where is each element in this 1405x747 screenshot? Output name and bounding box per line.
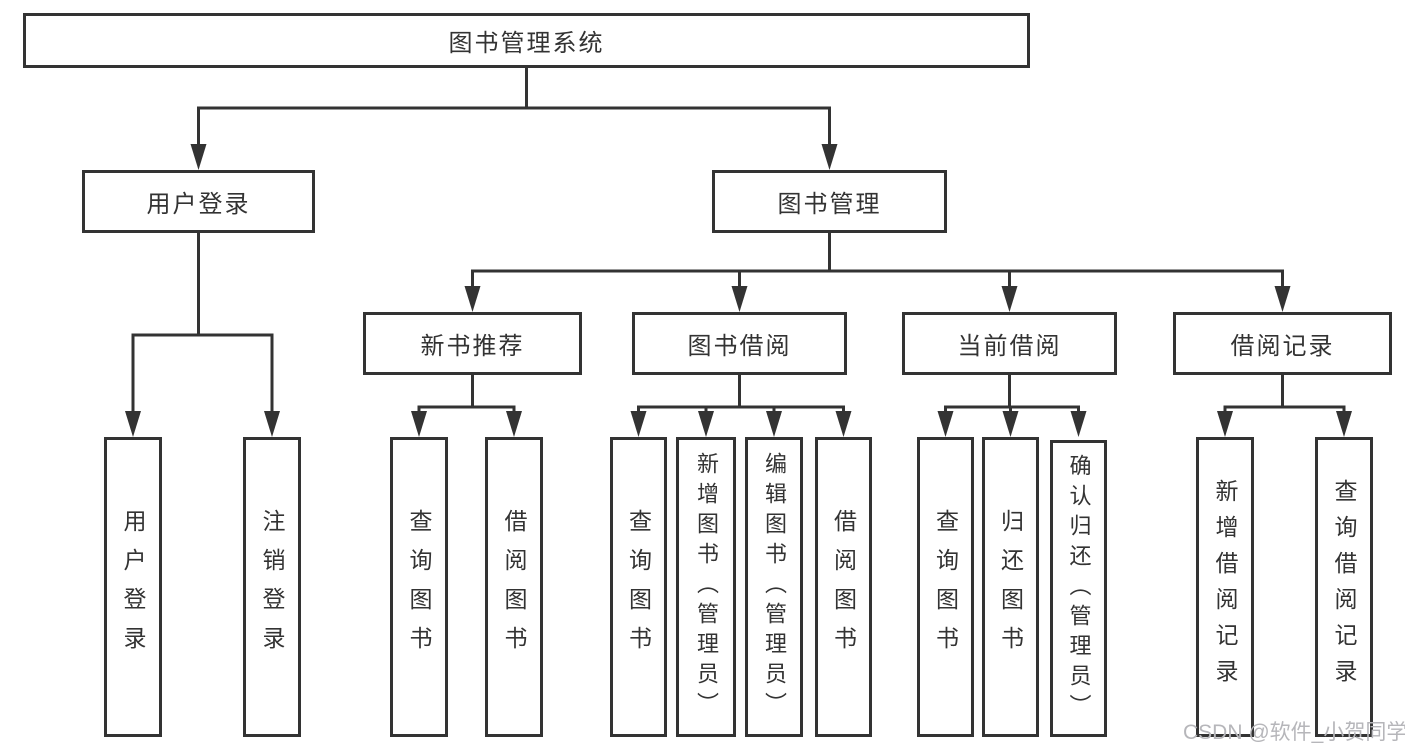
leaf-records-add-record: 新增借阅记录 [1196, 437, 1254, 737]
leaf-borrow-edit-books-admin: 编辑图书（管理员） [745, 437, 803, 737]
arrowheads-book-borrow-to-leaves [630, 411, 852, 437]
connector-borrow-records-to-leaves [1223, 375, 1346, 413]
leaf-current-confirm-return-admin: 确认归还（管理员） [1050, 440, 1107, 737]
leaf-user-login: 用户登录 [104, 437, 162, 737]
connector-book-mgmt-to-level3 [471, 233, 1284, 288]
leaf-newbooks-borrow-books: 借阅图书 [485, 437, 543, 737]
node-book-management: 图书管理 [712, 170, 947, 233]
connector-book-borrow-to-leaves [637, 375, 845, 413]
leaf-current-query-books: 查询图书 [917, 437, 974, 737]
node-library-management-system: 图书管理系统 [23, 13, 1030, 68]
arrowheads-borrow-records-to-leaves [1217, 411, 1352, 437]
leaf-records-query-record: 查询借阅记录 [1315, 437, 1373, 737]
connector-root-to-level2 [197, 68, 831, 146]
leaf-borrow-borrow-books: 借阅图书 [815, 437, 872, 737]
node-new-book-recommendation: 新书推荐 [363, 312, 582, 375]
csdn-watermark: CSDN @软件_小贺同学 [1183, 721, 1405, 744]
leaf-borrow-add-books-admin: 新增图书（管理员） [676, 437, 736, 737]
node-borrowing-records: 借阅记录 [1173, 312, 1392, 375]
leaf-borrow-query-books: 查询图书 [610, 437, 667, 737]
arrowheads-user-login-to-leaves [125, 411, 280, 437]
node-book-borrowing: 图书借阅 [632, 312, 847, 375]
connector-new-books-to-leaves [417, 375, 516, 413]
arrowheads-current-borrow-to-leaves [937, 411, 1087, 437]
node-current-borrowing: 当前借阅 [902, 312, 1117, 375]
leaf-current-return-books: 归还图书 [982, 437, 1039, 737]
connector-current-borrow-to-leaves [944, 375, 1080, 413]
arrowheads-book-mgmt-to-level3 [464, 286, 1291, 312]
leaf-logout: 注销登录 [243, 437, 301, 737]
connector-user-login-to-leaves [131, 233, 274, 413]
arrowheads-new-books-to-leaves [411, 411, 522, 437]
node-user-login: 用户登录 [82, 170, 315, 233]
arrowheads-root-to-level2 [190, 144, 838, 170]
leaf-newbooks-query-books: 查询图书 [390, 437, 448, 737]
